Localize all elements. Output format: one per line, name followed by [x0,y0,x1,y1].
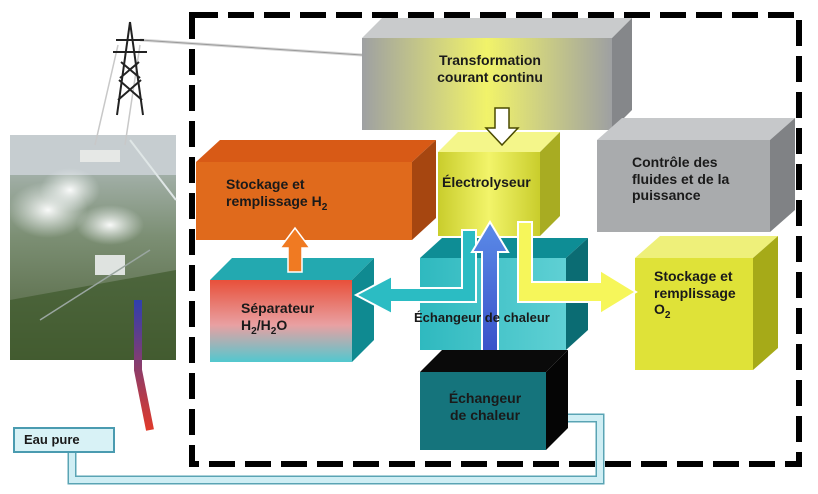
stockage-o2-label-line2: remplissage [654,284,736,301]
power-line [94,38,363,146]
separateur-o: O [276,316,288,333]
eau-pure-box [13,427,115,453]
controle-label-line2: fluides et de la [632,170,730,187]
electrolyseur-label-text: Électrolyseur [442,174,531,190]
echangeur-front-label: Échangeur de chaleur [430,390,540,423]
transformation-label-line1: Transformation [439,52,541,68]
stockage-o2-label-line1: Stockage et [654,268,733,284]
echangeur-back-label-text: Échangeur de chaleur [414,310,550,325]
controle-label-line1: Contrôle des [632,154,718,170]
hot-fluid-pipe [134,300,420,434]
stockage-o2-label-line3: O [654,301,665,318]
water-flow-arrow-icon [470,220,510,357]
echangeur-back-label: Échangeur de chaleur [414,310,550,325]
stockage-o2-block [635,236,778,370]
separateur-mid: /H [256,316,271,333]
transformation-block [362,18,632,130]
h2-mix-flow-arrow-icon [353,229,477,316]
transformation-label: Transformation courant continu [405,52,575,85]
water-pipe [67,413,605,485]
separateur-h: H [241,316,252,333]
power-pylon-icon [113,21,147,116]
stockage-o2-subscript: 2 [664,309,671,321]
stockage-h2-label-line2: remplissage H [226,192,322,209]
electrolyseur-label: Électrolyseur [442,174,531,191]
transformation-label-line2: courant continu [437,68,543,85]
geothermal-plant-photo [8,135,177,360]
down-arrow-icon [484,107,520,147]
stockage-o2-label: Stockage et remplissage O2 [654,268,736,322]
stockage-h2-subscript: 2 [321,201,328,213]
separateur-sub1: 2 [251,325,257,337]
controle-block [597,118,795,232]
o2-flow-arrow-icon [517,221,638,316]
eau-pure-label: Eau pure [24,432,80,447]
system-boundary [189,12,802,467]
eau-pure-label-text: Eau pure [24,432,80,447]
stockage-h2-block [196,140,436,240]
echangeur-front-label-line1: Échangeur [448,390,522,406]
echangeur-front-label-line2: de chaleur [449,406,521,423]
separateur-sub2: 2 [270,325,277,337]
controle-label-line3: puissance [632,187,701,204]
h2-flow-arrow-icon [278,226,312,273]
echangeur-front-block [420,350,568,450]
stockage-h2-label: Stockage et remplissage H2 [226,176,327,213]
separateur-label: Séparateur H2/H2O [241,300,314,337]
controle-label: Contrôle des fluides et de la puissance [632,154,729,204]
stockage-h2-label-line1: Stockage et [226,176,305,192]
separateur-label-line1: Séparateur [241,300,315,316]
